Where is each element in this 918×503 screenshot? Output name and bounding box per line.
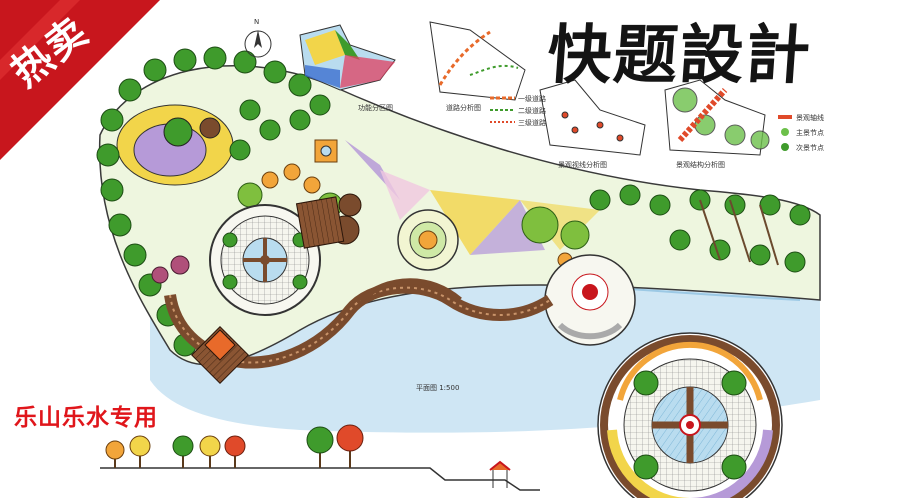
circulation-diagram-label: 道路分析图 xyxy=(446,104,481,112)
circulation-diagram xyxy=(429,21,526,101)
legend-road-secondary: 二级道路 xyxy=(518,107,546,115)
view-diagram-label: 景观视线分析图 xyxy=(558,161,607,169)
view-diagram xyxy=(539,79,646,156)
legend-axis: 景观轴线 xyxy=(796,114,824,122)
structure-diagram xyxy=(664,79,770,156)
main-plaza xyxy=(209,204,321,316)
usage-caption: 乐山乐水专用 xyxy=(14,405,158,431)
north-arrow-icon xyxy=(244,30,272,58)
legend-road-primary: 一级道路 xyxy=(518,95,546,103)
diagram-legend xyxy=(490,96,792,151)
page-title: 快题設計 xyxy=(544,19,815,93)
north-label: N xyxy=(254,18,260,26)
zone-diagram xyxy=(299,24,396,91)
legend-road-tertiary: 三级道路 xyxy=(518,119,546,127)
legend-node: 主景节点 xyxy=(796,129,824,137)
section-elevation xyxy=(100,424,540,491)
plan-scale-label: 平面图 1:500 xyxy=(416,384,460,392)
tree-border xyxy=(96,46,811,357)
legend-secondary-node: 次景节点 xyxy=(796,144,824,152)
structure-diagram-label: 景观结构分析图 xyxy=(676,161,725,169)
zone-diagram-label: 功能分区图 xyxy=(358,104,393,112)
